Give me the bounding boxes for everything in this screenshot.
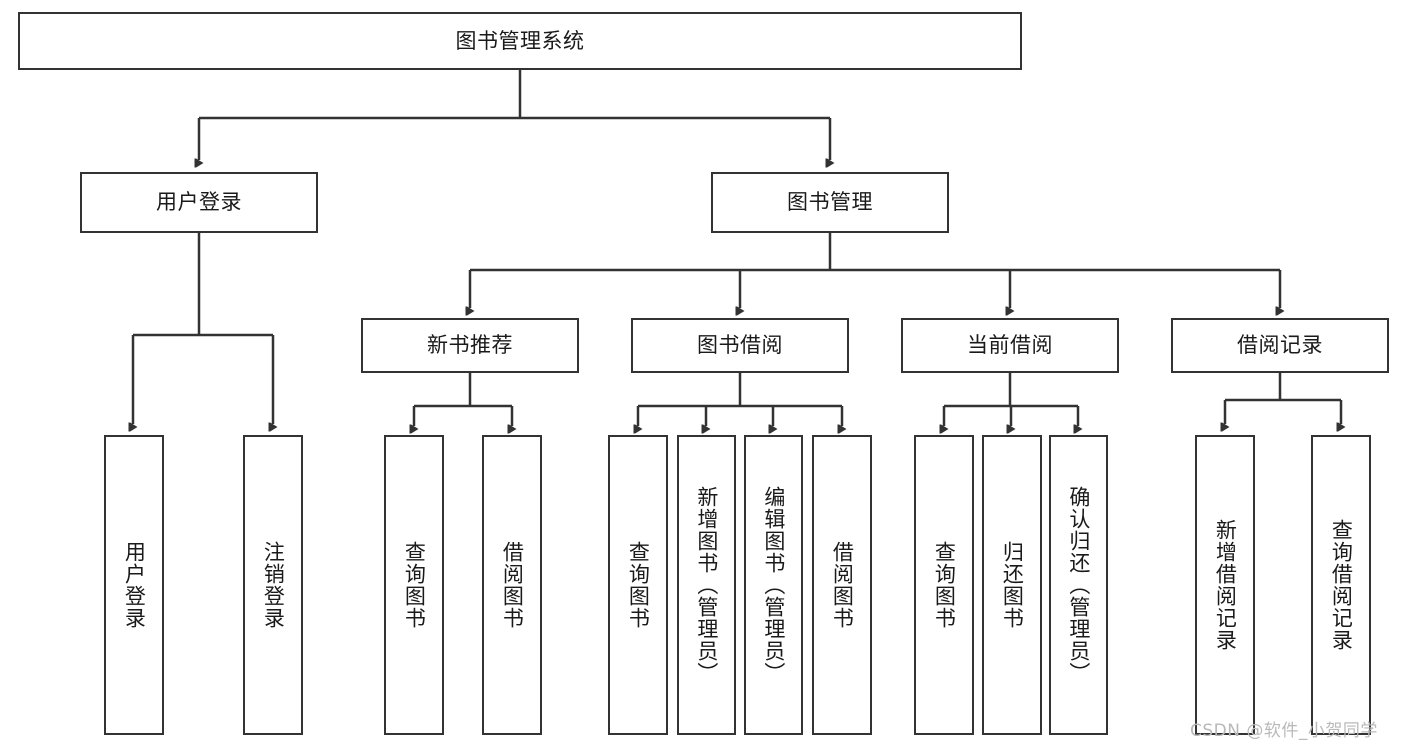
node-user-login[interactable]: 用户登录 [80, 172, 318, 233]
leaf-current-borrow-3[interactable]: 确认归还（管理员） [1049, 435, 1108, 735]
leaf-borrow-record-1[interactable]: 新增借阅记录 [1195, 435, 1255, 735]
leaf-user-login-1-label: 用户登录 [122, 541, 147, 629]
leaf-new-book-2[interactable]: 借阅图书 [482, 435, 542, 735]
leaf-user-login-2[interactable]: 注销登录 [243, 435, 303, 735]
leaf-user-login-1[interactable]: 用户登录 [104, 435, 164, 735]
node-book-manage-label: 图书管理 [787, 190, 873, 215]
csdn-watermark: CSDN @软件_小贺同学 [1190, 721, 1378, 741]
leaf-book-borrow-4-label: 借阅图书 [830, 541, 855, 629]
node-borrow-record[interactable]: 借阅记录 [1171, 318, 1389, 373]
leaf-borrow-record-1-label: 新增借阅记录 [1213, 519, 1238, 651]
node-new-book-recommend[interactable]: 新书推荐 [361, 318, 579, 373]
node-borrow-record-label: 借阅记录 [1237, 333, 1323, 358]
node-user-login-label: 用户登录 [156, 190, 242, 215]
leaf-book-borrow-3-label: 编辑图书（管理员） [761, 486, 786, 684]
leaf-current-borrow-2[interactable]: 归还图书 [982, 435, 1042, 735]
node-root-label: 图书管理系统 [455, 28, 585, 53]
leaf-book-borrow-1[interactable]: 查询图书 [608, 435, 668, 735]
leaf-new-book-1-label: 查询图书 [402, 541, 427, 629]
node-book-manage[interactable]: 图书管理 [711, 172, 949, 233]
leaf-current-borrow-1-label: 查询图书 [932, 541, 957, 629]
node-new-book-recommend-label: 新书推荐 [427, 333, 513, 358]
node-current-borrow-label: 当前借阅 [967, 333, 1053, 358]
leaf-book-borrow-3[interactable]: 编辑图书（管理员） [744, 435, 803, 735]
node-book-borrow-label: 图书借阅 [697, 333, 783, 358]
node-root[interactable]: 图书管理系统 [18, 12, 1022, 70]
leaf-borrow-record-2[interactable]: 查询借阅记录 [1311, 435, 1371, 735]
leaf-book-borrow-2-label: 新增图书（管理员） [694, 486, 719, 684]
node-current-borrow[interactable]: 当前借阅 [901, 318, 1119, 373]
leaf-current-borrow-2-label: 归还图书 [1000, 541, 1025, 629]
leaf-new-book-2-label: 借阅图书 [500, 541, 525, 629]
leaf-new-book-1[interactable]: 查询图书 [384, 435, 444, 735]
leaf-borrow-record-2-label: 查询借阅记录 [1329, 519, 1354, 651]
leaf-book-borrow-2[interactable]: 新增图书（管理员） [677, 435, 736, 735]
node-book-borrow[interactable]: 图书借阅 [631, 318, 849, 373]
leaf-current-borrow-3-label: 确认归还（管理员） [1066, 486, 1091, 684]
leaf-book-borrow-4[interactable]: 借阅图书 [812, 435, 872, 735]
leaf-book-borrow-1-label: 查询图书 [626, 541, 651, 629]
leaf-user-login-2-label: 注销登录 [261, 541, 286, 629]
leaf-current-borrow-1[interactable]: 查询图书 [914, 435, 974, 735]
